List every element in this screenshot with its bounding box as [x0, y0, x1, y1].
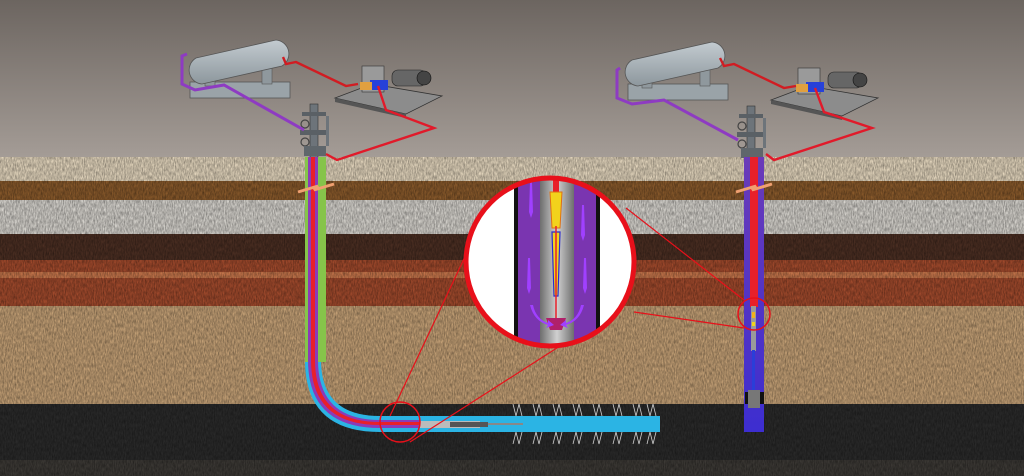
power-fluid-tubing [750, 157, 758, 307]
storage-tank-icon [624, 41, 729, 101]
detail-marker-left [379, 401, 421, 443]
pump-unit-icon [769, 67, 880, 120]
depth-break-marker [735, 182, 773, 194]
pump-unit-icon [333, 65, 444, 118]
nozzle-yellow [752, 312, 755, 318]
wellhead-icon [300, 103, 329, 159]
jet-nozzle [549, 191, 563, 229]
callout-line [625, 207, 745, 301]
callout-line [389, 245, 471, 417]
zoom-callout [379, 175, 771, 443]
power-fluid-line-pipe-2 [325, 85, 438, 162]
sky-background [0, 0, 1024, 160]
packer-left [745, 392, 749, 404]
power-fluid-line-pipe-2 [765, 87, 876, 162]
magnifier-ring [463, 175, 637, 349]
lower-tubing-blue [752, 350, 755, 390]
magnified-pump-detail [466, 178, 634, 346]
power-fluid-line-pipe [718, 57, 797, 90]
flow-arrows [527, 182, 587, 328]
pump-housing [751, 306, 756, 351]
detail-marker-right [737, 297, 771, 331]
right-wellbore [735, 157, 773, 432]
return-line-pipe [615, 66, 739, 142]
packer-right [760, 392, 764, 404]
tailpipe [488, 423, 523, 425]
return-line-pipe [180, 52, 305, 132]
right-surface-equipment [615, 41, 880, 162]
left-surface-equipment [180, 39, 444, 162]
power-fluid-channel [553, 178, 559, 200]
power-fluid-line-pipe [281, 56, 359, 88]
casing-wall-right [596, 178, 600, 346]
power-fluid-tubing [311, 157, 430, 425]
callout-line [633, 311, 745, 329]
depth-break-marker [297, 182, 335, 194]
return-fluid-annulus [308, 157, 420, 428]
fracture-zones [512, 403, 657, 445]
produced-fluid-inlet [546, 318, 566, 330]
casing-wall-left [514, 178, 518, 346]
left-wellbore [297, 157, 660, 445]
packer-body [748, 390, 760, 408]
downhole-pump-body [450, 422, 488, 427]
callout-line [409, 345, 561, 443]
nozzle-yellow-2 [752, 322, 755, 326]
